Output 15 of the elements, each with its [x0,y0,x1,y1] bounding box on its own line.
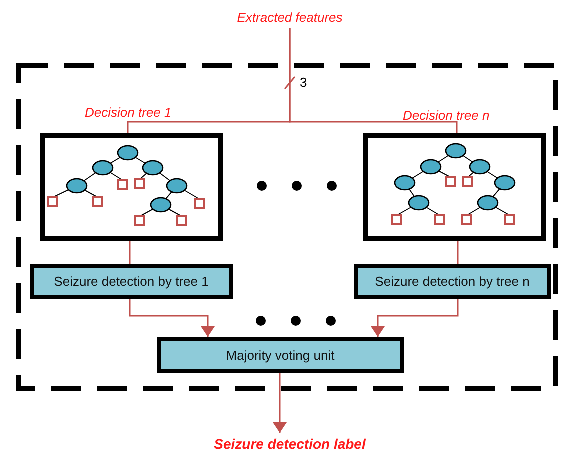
process-box: Seizure detection by tree 1 [30,264,233,299]
arrow [371,299,459,337]
input-label: Extracted features [215,6,365,28]
process-box: Majority voting unit [157,337,404,373]
process-box: Seizure detection by tree n [354,264,551,299]
connector-line [457,241,459,264]
dashed-boundary [16,63,558,391]
output-label: Seizure detection label [200,433,380,455]
tree-heading: Decision tree n [403,108,490,123]
arrow [129,299,215,337]
arrow [273,373,287,433]
bus-width-label: 3 [300,75,308,90]
connector-line [289,28,458,133]
tree-heading: Decision tree 1 [85,105,172,120]
connector-line [129,241,131,264]
